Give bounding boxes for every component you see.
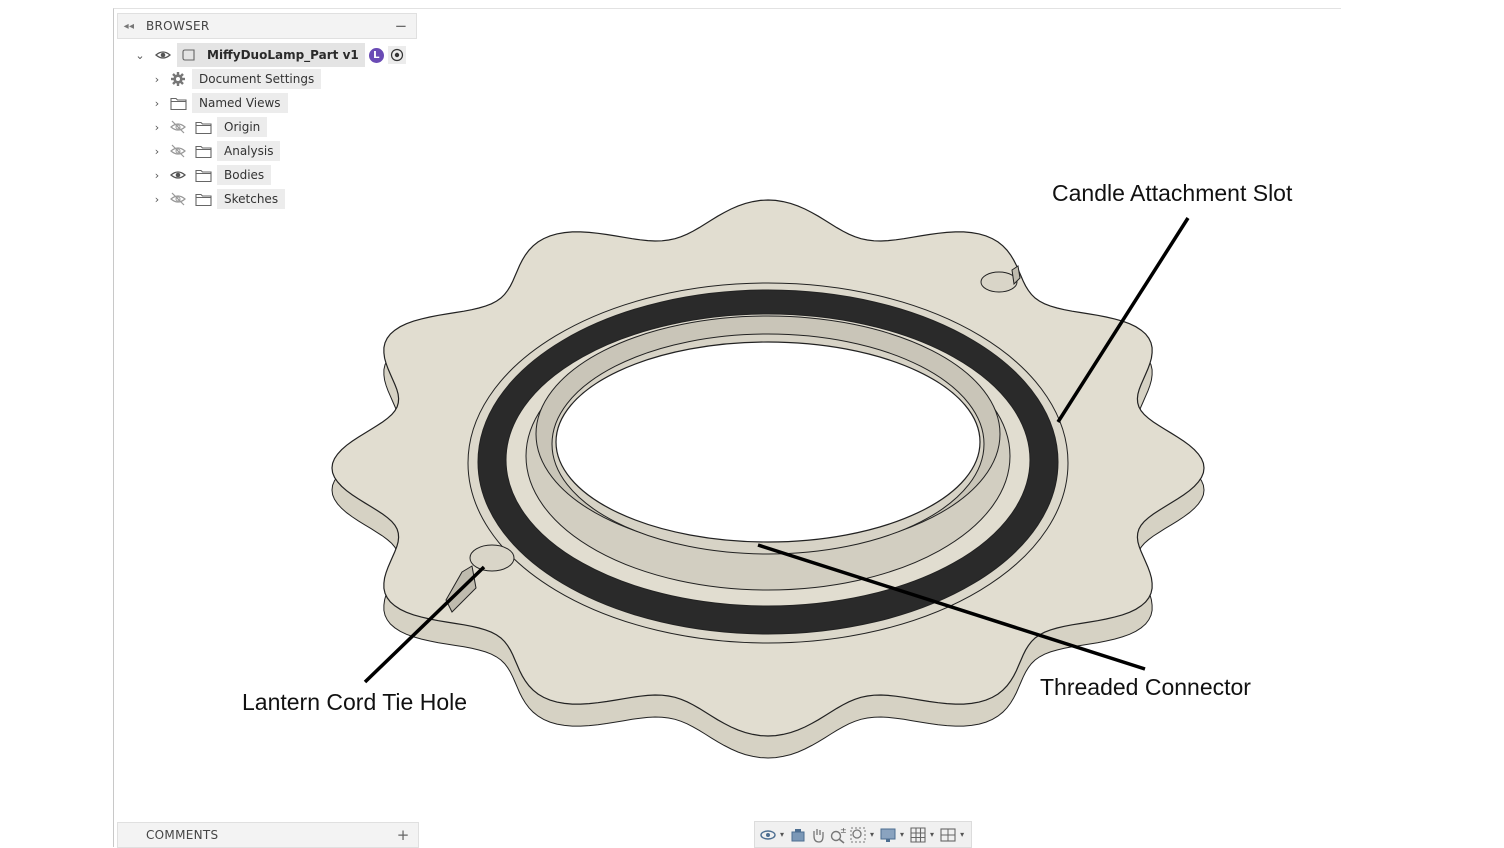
folder-icon [194, 190, 212, 208]
leader-lines [363, 217, 1190, 684]
tree-item-sketches[interactable]: › Sketches [117, 187, 417, 211]
collapse-panel-icon[interactable]: ◂◂ [123, 20, 135, 32]
viewports-dropdown-icon[interactable]: ▾ [960, 830, 965, 839]
annotation-threaded-connector: Threaded Connector [1040, 674, 1251, 700]
connector-bore-opening [555, 341, 981, 543]
comments-panel: COMMENTS + [117, 822, 419, 848]
eye-hidden-icon[interactable] [169, 190, 187, 208]
folder-icon [194, 118, 212, 136]
orbit-icon[interactable] [759, 826, 777, 844]
svg-text:±: ± [840, 826, 847, 835]
eye-hidden-icon[interactable] [169, 118, 187, 136]
threaded-connector [467, 282, 1069, 644]
tree-root-component[interactable]: ⌄ MiffyDuoLamp_Part v1 L [117, 43, 417, 67]
orbit-dropdown-icon[interactable]: ▾ [780, 830, 785, 839]
user-avatar[interactable]: L [368, 47, 384, 63]
grid-icon[interactable] [909, 826, 927, 844]
minimize-browser-button[interactable]: − [394, 17, 408, 35]
chevron-right-icon[interactable]: › [154, 72, 160, 86]
candle-attachment-slot [980, 265, 1021, 293]
annotation-candle-attachment-slot: Candle Attachment Slot [1052, 180, 1293, 206]
leader-threaded [757, 543, 1146, 671]
component-icon [181, 46, 197, 64]
chevron-right-icon[interactable]: › [154, 96, 160, 110]
add-comment-button[interactable]: + [396, 826, 410, 844]
eye-icon[interactable] [154, 46, 172, 64]
folder-icon [194, 166, 212, 184]
tree-item-label: Named Views [192, 93, 288, 113]
activate-radio-icon[interactable] [387, 46, 406, 64]
chevron-right-icon[interactable]: › [154, 144, 160, 158]
pan-icon[interactable] [809, 826, 827, 844]
tree-item-document-settings[interactable]: › Document Settings [117, 67, 417, 91]
display-settings-icon[interactable] [879, 826, 897, 844]
display-dropdown-icon[interactable]: ▾ [900, 830, 905, 839]
tree-item-named-views[interactable]: › Named Views [117, 91, 417, 115]
grid-dropdown-icon[interactable]: ▾ [930, 830, 935, 839]
tree-item-label: Analysis [217, 141, 281, 161]
tree-item-origin[interactable]: › Origin [117, 115, 417, 139]
tree-item-label: Origin [217, 117, 268, 137]
zoom-icon[interactable]: ± [829, 826, 847, 844]
chevron-right-icon[interactable]: › [154, 192, 160, 206]
folder-icon [169, 94, 187, 112]
gear-icon [169, 70, 187, 88]
browser-panel: ◂◂ BROWSER − ⌄ MiffyDuoLamp_Part v1 L › D… [117, 13, 417, 211]
eye-hidden-icon[interactable] [169, 142, 187, 160]
chevron-right-icon[interactable]: › [154, 120, 160, 134]
folder-icon [194, 142, 212, 160]
tree-item-label: Sketches [217, 189, 286, 209]
comments-title: COMMENTS [146, 828, 219, 842]
browser-title: BROWSER [146, 19, 210, 33]
leader-lantern [363, 565, 486, 684]
browser-header: ◂◂ BROWSER − [117, 13, 417, 39]
root-label: MiffyDuoLamp_Part v1 [207, 48, 359, 62]
viewports-icon[interactable] [939, 826, 957, 844]
look-at-icon[interactable] [789, 826, 807, 844]
chevron-down-icon[interactable]: ⌄ [135, 48, 145, 62]
tree-item-label: Bodies [217, 165, 272, 185]
navigation-toolbar: ▾ ± ▾ ▾ ▾ ▾ [754, 821, 973, 848]
tree-item-analysis[interactable]: › Analysis [117, 139, 417, 163]
leader-candle [1056, 217, 1190, 423]
annotation-lantern-cord-tie-hole: Lantern Cord Tie Hole [242, 689, 468, 715]
fit-dropdown-icon[interactable]: ▾ [870, 830, 875, 839]
tree-item-label: Document Settings [192, 69, 322, 89]
chevron-right-icon[interactable]: › [154, 168, 160, 182]
fit-icon[interactable] [849, 826, 867, 844]
tree-item-bodies[interactable]: › Bodies [117, 163, 417, 187]
eye-icon[interactable] [169, 166, 187, 184]
root-label-box[interactable]: MiffyDuoLamp_Part v1 [177, 43, 365, 67]
